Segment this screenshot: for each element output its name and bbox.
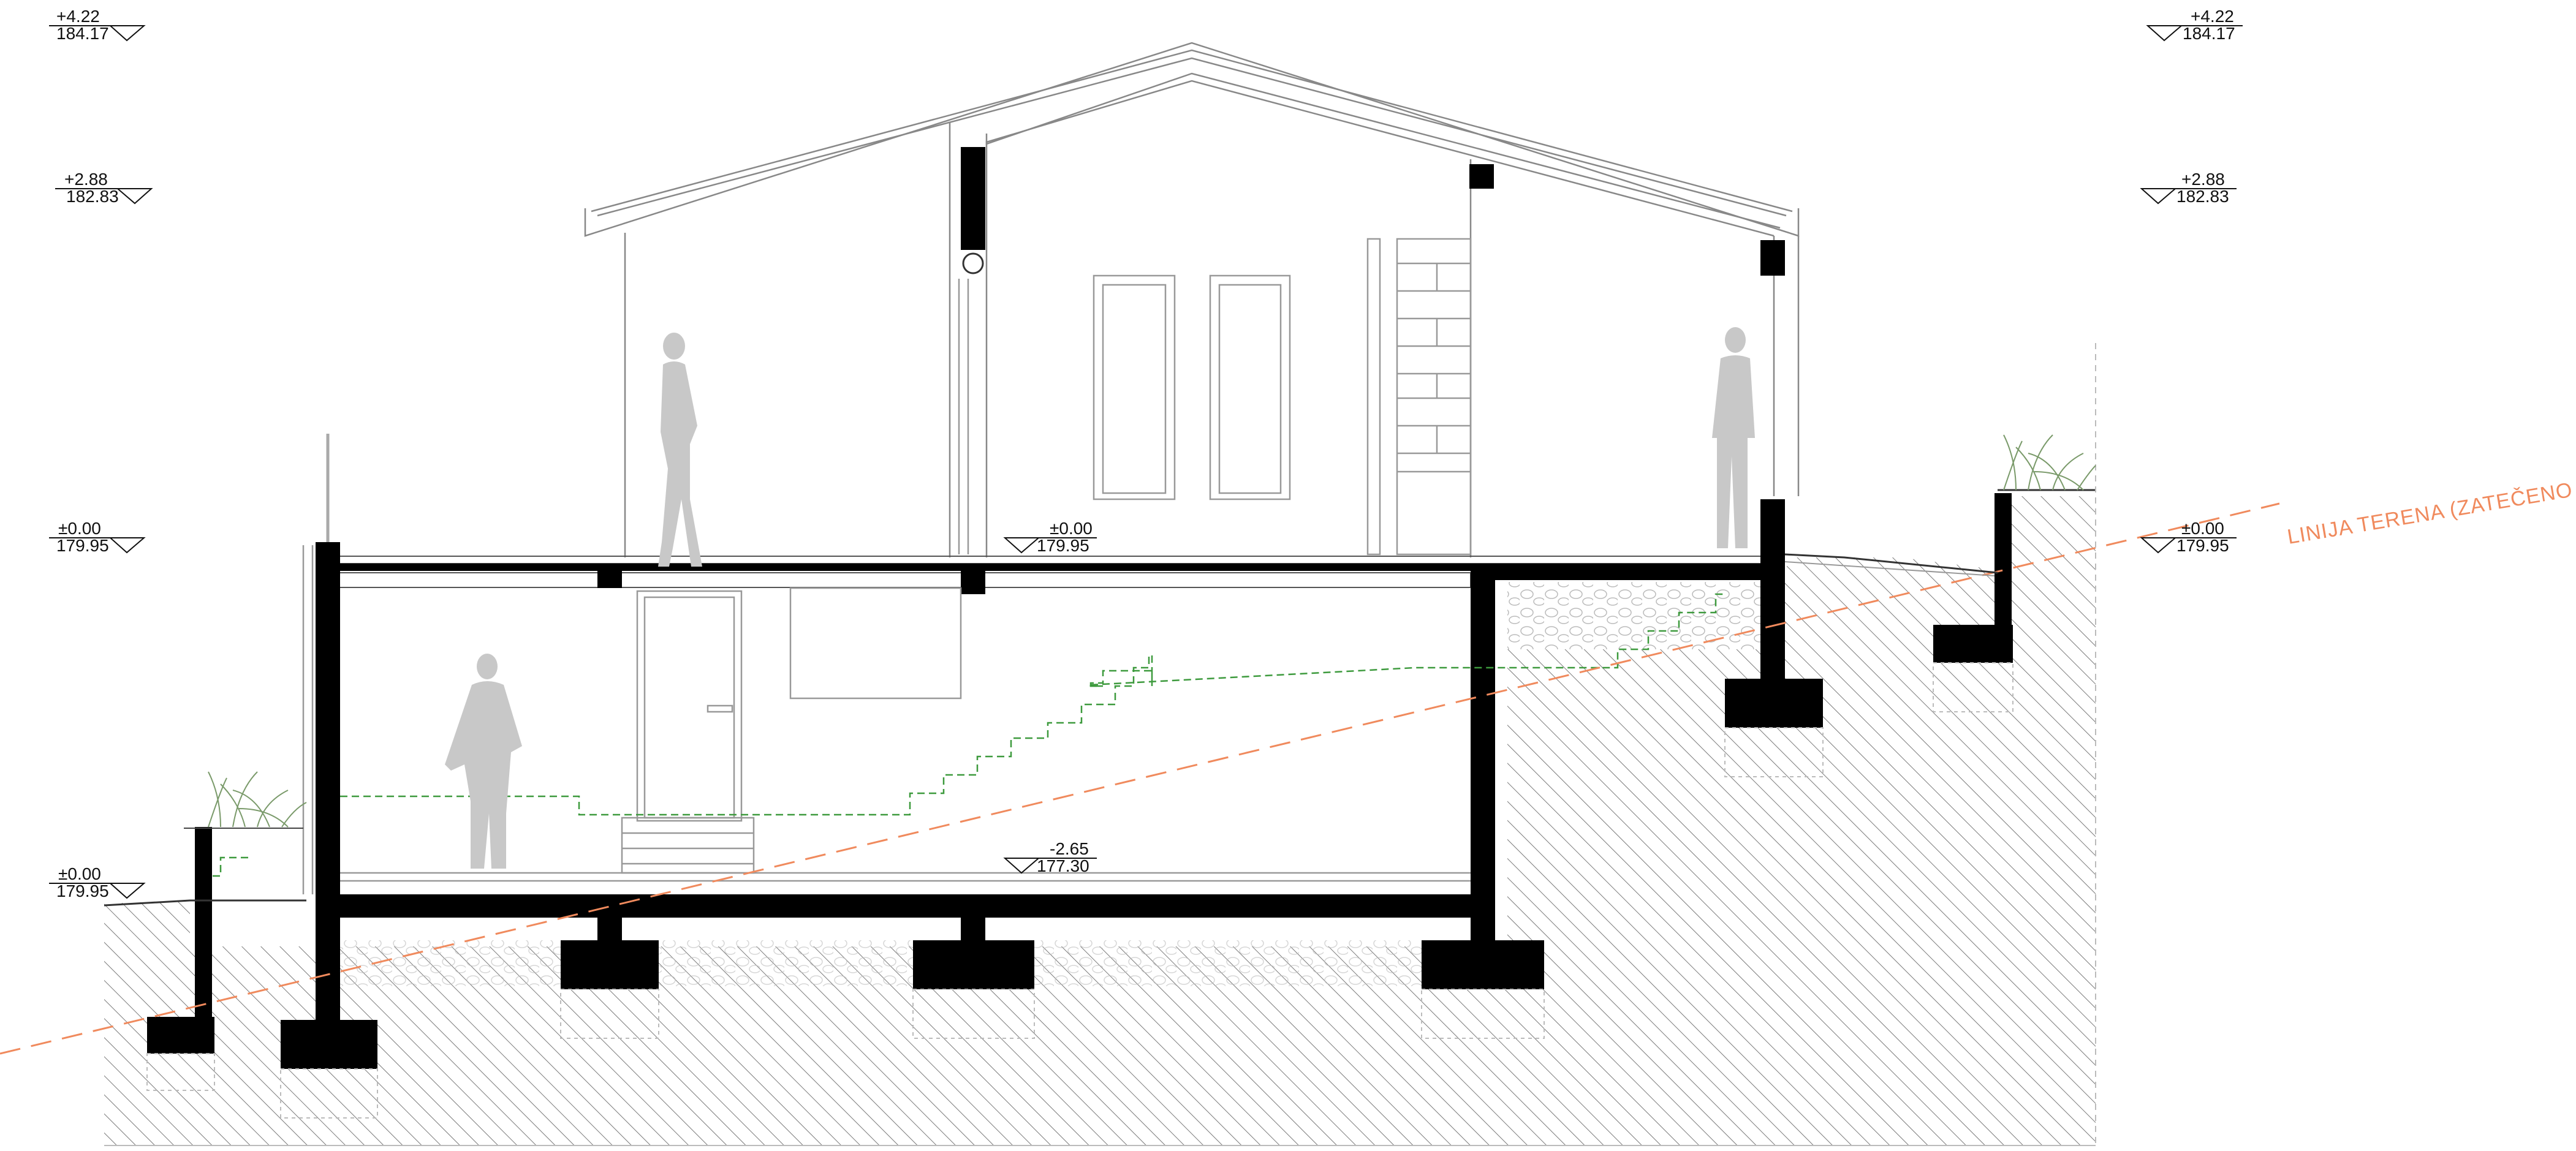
ground-lines — [104, 489, 2096, 907]
person-silhouette-icon — [658, 333, 702, 567]
roof — [584, 42, 1800, 557]
ground-floor-elements — [302, 238, 1472, 894]
person-silhouette-icon — [1712, 327, 1755, 548]
basement-elements — [340, 587, 1471, 882]
level-rel: ±0.00 — [58, 864, 101, 883]
level-marker-icon: +4.22 184.17 — [2146, 7, 2243, 43]
footing-outlines — [146, 662, 2013, 1119]
level-rel: -2.65 — [1050, 839, 1089, 858]
terrain-label: LINIJA TERENA (ZATEČENO STANJE) — [2286, 462, 2576, 549]
level-abs: 179.95 — [56, 536, 109, 555]
earth-hatch — [104, 496, 2096, 1145]
level-abs: 182.83 — [66, 187, 119, 206]
level-abs: 179.95 — [1037, 536, 1089, 555]
gutter-icon — [962, 252, 984, 274]
level-marker-icon: ±0.00 179.95 — [49, 864, 146, 900]
level-rel: ±0.00 — [1050, 519, 1093, 538]
roof-beam — [1760, 240, 1785, 276]
level-marker-icon: ±0.00 179.95 — [1003, 519, 1097, 555]
level-abs: 182.83 — [2176, 187, 2229, 206]
gravel-fill — [1507, 582, 1777, 649]
roof-beam — [1469, 164, 1494, 189]
level-rel: +4.22 — [2191, 7, 2234, 26]
plant-icon — [2003, 434, 2096, 491]
plant-icon — [184, 771, 307, 829]
level-marker-icon: +2.88 182.83 — [2140, 170, 2237, 206]
person-silhouette-icon — [445, 654, 522, 869]
level-abs: 179.95 — [56, 881, 109, 900]
level-marker-icon: -2.65 177.30 — [1003, 839, 1097, 875]
terrain-line — [0, 502, 2280, 1055]
floor-slab — [318, 556, 1778, 594]
level-rel: ±0.00 — [2181, 519, 2224, 538]
level-marker-icon: ±0.00 179.95 — [2140, 519, 2237, 555]
structural-walls — [147, 493, 2013, 1069]
stair-line — [340, 654, 1153, 816]
level-abs: 184.17 — [2183, 24, 2235, 43]
level-marker-icon: ±0.00 179.95 — [49, 519, 146, 555]
level-abs: 179.95 — [2176, 536, 2229, 555]
level-abs: 177.30 — [1037, 856, 1089, 875]
level-marker-icon: +2.88 182.83 — [55, 170, 153, 206]
roof-beam — [961, 147, 985, 250]
level-marker-icon: +4.22 184.17 — [49, 7, 146, 43]
level-rel: ±0.00 — [58, 519, 101, 538]
level-rel: +4.22 — [56, 7, 100, 26]
level-abs: 184.17 — [56, 24, 109, 43]
stair-line — [1090, 593, 1725, 686]
level-rel: +2.88 — [64, 170, 108, 189]
stair-line — [211, 856, 248, 877]
level-rel: +2.88 — [2181, 170, 2225, 189]
